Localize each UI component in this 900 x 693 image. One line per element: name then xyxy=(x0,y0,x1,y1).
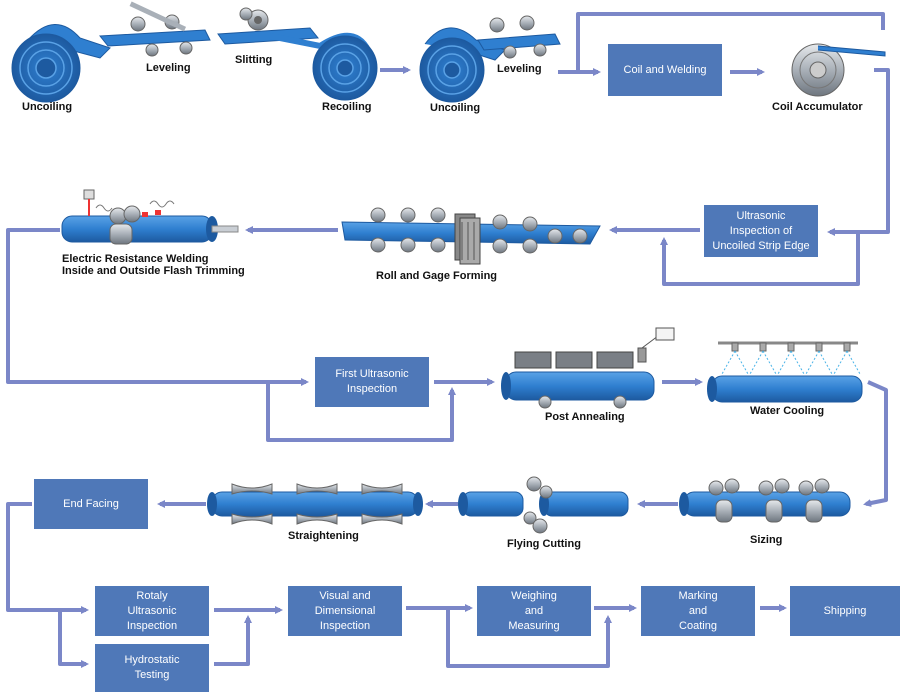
flying-cutting-machine xyxy=(458,476,629,534)
leveling-machine-1 xyxy=(99,1,211,57)
label-flying-cutting: Flying Cutting xyxy=(507,538,581,550)
box-marking-coating: Marking and Coating xyxy=(641,586,755,636)
box-hydrostatic-testing: Hydrostatic Testing xyxy=(95,644,209,692)
erw-machine xyxy=(61,189,239,245)
arrow-hydrostatic-to-visual xyxy=(214,615,252,666)
label-roll-gage-forming: Roll and Gage Forming xyxy=(376,270,498,282)
flow-arrows xyxy=(6,12,890,668)
arrow-water-cooling-to-sizing xyxy=(863,380,888,507)
box-first-ultrasonic: First Ultrasonic Inspection xyxy=(315,357,429,407)
uncoiling-machine-1 xyxy=(11,24,111,103)
arrow-accumulator-to-ultrasonic xyxy=(827,68,890,236)
leveling-machine-2 xyxy=(477,15,561,59)
post-annealing-machine xyxy=(501,327,675,409)
label-water-cooling: Water Cooling xyxy=(750,405,825,417)
label-uncoiling-2: Uncoiling xyxy=(430,102,481,114)
arrow-to-hydrostatic xyxy=(58,610,89,668)
label-leveling-2: Leveling xyxy=(497,63,542,75)
label-coil-accumulator: Coil Accumulator xyxy=(772,101,863,113)
box-visual-dimensional: Visual and Dimensional Inspection xyxy=(288,586,402,636)
straightening-machine xyxy=(207,483,423,525)
arrow-erw-to-first-ultrasonic xyxy=(6,228,309,386)
arrow-first-ultrasonic-bypass xyxy=(266,382,456,442)
box-ultrasonic-strip-edge: Ultrasonic Inspection of Uncoiled Strip … xyxy=(704,205,818,257)
box-end-facing: End Facing xyxy=(34,479,148,529)
label-leveling-1: Leveling xyxy=(146,62,191,74)
box-weighing-measuring: Weighing and Measuring xyxy=(477,586,591,636)
label-sizing: Sizing xyxy=(750,534,783,546)
label-post-annealing: Post Annealing xyxy=(545,411,625,423)
sizing-machine xyxy=(679,478,851,523)
label-erw: Electric Resistance Welding Inside and O… xyxy=(62,253,245,277)
arrow-leveling-to-coil-welding xyxy=(558,12,885,72)
box-rotaly-ultrasonic: Rotaly Ultrasonic Inspection xyxy=(95,586,209,636)
label-straightening: Straightening xyxy=(288,530,359,542)
arrow-weighing-bypass xyxy=(446,608,612,668)
box-coil-and-welding: Coil and Welding xyxy=(608,44,722,96)
arrow-ultrasonic-loop xyxy=(660,230,860,286)
arrow-end-facing-to-rotaly xyxy=(6,502,89,614)
label-recoiling: Recoiling xyxy=(322,101,372,113)
roll-gage-forming-machine xyxy=(341,207,601,265)
label-slitting: Slitting xyxy=(235,54,273,66)
water-cooling-machine xyxy=(707,341,863,403)
label-uncoiling-1: Uncoiling xyxy=(22,101,73,113)
coil-accumulator-machine xyxy=(791,43,886,97)
slitting-machine xyxy=(217,7,319,45)
box-shipping: Shipping xyxy=(790,586,900,636)
recoiling-machine xyxy=(269,32,378,101)
